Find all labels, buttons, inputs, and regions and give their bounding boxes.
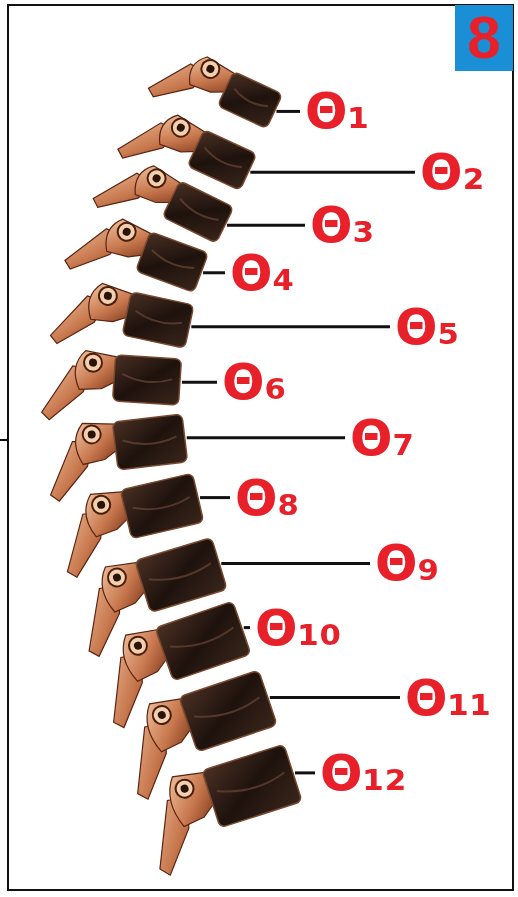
leader-line (250, 171, 415, 174)
costal-facet-center (89, 358, 98, 367)
leader-line (182, 381, 217, 384)
leader-line (227, 224, 305, 227)
vertebral-column (41, 40, 311, 878)
vertebra-label-box: Θ₁₀ (255, 603, 341, 653)
vertebra-label: Θ₆ (222, 353, 286, 411)
costal-facet (115, 220, 138, 243)
vertebra-label: Θ₄ (230, 244, 294, 302)
leader-line (187, 436, 345, 439)
vertebral-body (162, 181, 233, 243)
leader-line (191, 325, 390, 328)
vertebral-body (113, 355, 182, 405)
vertebral-body (155, 601, 251, 681)
leader-line (276, 110, 300, 113)
costal-facet-center (112, 573, 122, 583)
vertebra-label: Θ₈ (235, 469, 299, 527)
costal-facet (97, 285, 118, 306)
vertebra-label-box: Θ₃ (310, 200, 374, 250)
body-texture (149, 561, 212, 587)
costal-facet (127, 634, 150, 657)
costal-facet-center (96, 500, 106, 510)
leader-line (203, 271, 225, 274)
vertebra-label: Θ₃ (310, 196, 374, 254)
vertebra-label-box: Θ₅ (395, 302, 459, 352)
costal-facet (173, 777, 196, 800)
costal-facet (169, 116, 193, 140)
vertebra-label: Θ₂ (420, 143, 484, 201)
vertebra-label-box: Θ₁₁ (405, 673, 491, 723)
vertebra-label-box: Θ₁ (305, 86, 369, 136)
vertebra-label: Θ₁ (305, 82, 369, 140)
body-texture (170, 625, 235, 654)
leader-line (270, 696, 400, 699)
vertebral-body (135, 538, 227, 613)
costal-facet-center (151, 173, 162, 184)
frame-tick (0, 439, 8, 441)
costal-facet (150, 704, 173, 727)
costal-facet-center (180, 784, 190, 794)
figure-number: 8 (467, 8, 500, 68)
costal-facet (198, 57, 222, 81)
vertebra-label-box: Θ₁₂ (320, 748, 406, 798)
body-texture (122, 374, 172, 384)
costal-facet-center (175, 122, 186, 133)
vertebra-label-box: Θ₂ (420, 147, 484, 197)
body-texture (194, 695, 261, 724)
leader-line (295, 771, 315, 774)
vertebra-label-box: Θ₆ (222, 357, 286, 407)
costal-facet (90, 494, 112, 516)
vertebra-label: Θ₁₂ (320, 744, 406, 802)
frame (8, 5, 513, 890)
vertebra (134, 741, 311, 877)
costal-facet-center (87, 430, 96, 439)
vertebra-label-box: Θ₈ (235, 473, 299, 523)
costal-facet-center (122, 227, 132, 237)
vertebral-body (136, 232, 209, 293)
costal-facet-center (205, 64, 216, 75)
body-texture (202, 148, 242, 171)
leader-lines (182, 111, 415, 772)
costal-facet-center (133, 641, 143, 651)
costal-facet (83, 353, 102, 372)
costal-facet (82, 424, 102, 444)
vertebra-label: Θ₁₀ (255, 599, 341, 657)
vertebral-body (112, 414, 187, 470)
body-texture (217, 770, 286, 799)
costal-facet (106, 566, 128, 588)
figure-number-box: 8 (455, 5, 513, 71)
leader-line (221, 562, 370, 565)
body-texture (232, 89, 269, 110)
leader-line (244, 626, 250, 629)
vertebra-label: Θ₇ (350, 409, 414, 467)
costal-facet-center (103, 291, 112, 300)
body-texture (134, 311, 182, 327)
vertebral-body (187, 130, 256, 191)
body-texture (150, 250, 195, 271)
body-texture (178, 199, 220, 223)
vertebra-label-box: Θ₉ (375, 538, 439, 588)
vertebral-body (217, 71, 282, 128)
vertebral-body (122, 292, 194, 348)
vertebral-body (120, 473, 203, 538)
vertebra-label: Θ₅ (395, 298, 459, 356)
costal-facet-center (157, 710, 167, 720)
vertebral-body (202, 744, 302, 827)
leader-line (200, 496, 230, 499)
vertebra-label: Θ₁₁ (405, 669, 491, 727)
vertebral-body (179, 670, 277, 752)
body-texture (123, 434, 177, 447)
vertebra-label-box: Θ₄ (230, 248, 294, 298)
costal-facet (145, 166, 169, 190)
vertebra-label: Θ₉ (375, 534, 439, 592)
body-texture (133, 495, 191, 515)
vertebra-label-box: Θ₇ (350, 413, 414, 463)
